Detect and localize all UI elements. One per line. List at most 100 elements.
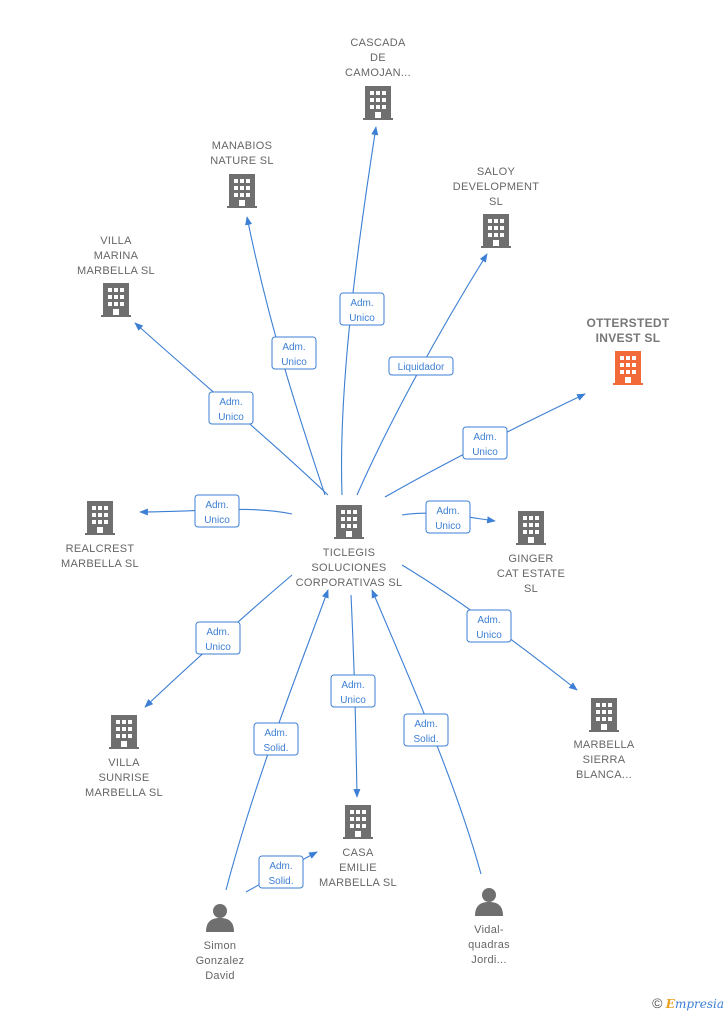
node-label[interactable]: MARBELLA SL: [61, 558, 139, 570]
building-icon[interactable]: [589, 698, 619, 732]
edge-ticlegis-to-villamarina: Adm. Unico: [134, 322, 329, 496]
edge-label-box[interactable]: [462, 426, 508, 460]
edge-label-text: Unico: [349, 313, 375, 324]
node-label[interactable]: SOLUCIONES: [311, 562, 386, 574]
node-cascada[interactable]: CASCADA DE CAMOJAN...: [345, 37, 411, 120]
edge-ticlegis-to-manabios: Adm.Unico: [245, 216, 326, 496]
edge-label-text: Adm.: [350, 298, 373, 309]
edge-ticlegis-to-cascada: Adm. Unico: [339, 126, 385, 496]
building-icon[interactable]: [481, 214, 511, 248]
edge-label-text: Liquidador: [398, 362, 445, 373]
node-label[interactable]: CORPORATIVAS SL: [296, 577, 403, 589]
node-label[interactable]: SL: [489, 196, 503, 208]
building-icon[interactable]: [516, 511, 546, 545]
edge-label-box[interactable]: [403, 713, 449, 747]
edge-line: [245, 216, 326, 496]
edge-ticlegis-to-ginger: Adm.Unico: [401, 500, 496, 534]
footer-brand: © Empresia: [652, 995, 724, 1011]
building-icon[interactable]: [101, 283, 131, 317]
building-icon[interactable]: [85, 501, 115, 535]
node-label[interactable]: Jordi...: [471, 954, 506, 966]
edge-label-text: Unico: [218, 412, 244, 423]
edge-label-box[interactable]: [271, 336, 317, 370]
node-label[interactable]: TICLEGIS: [323, 547, 376, 559]
edge-label-text: Unico: [435, 521, 461, 532]
node-label[interactable]: DEVELOPMENT: [453, 181, 539, 193]
node-casaemilie[interactable]: CASA EMILIE MARBELLA SL: [319, 805, 397, 889]
edge-ticlegis-to-otterstedt: Adm.Unico: [384, 393, 586, 498]
node-label[interactable]: CAT ESTATE: [497, 568, 565, 580]
edge-label-box[interactable]: [208, 391, 254, 425]
node-label[interactable]: MARBELLA SL: [85, 787, 163, 799]
node-label[interactable]: CAMOJAN...: [345, 67, 411, 79]
node-label[interactable]: NATURE SL: [210, 155, 274, 167]
building-icon[interactable]: [343, 805, 373, 839]
building-icon[interactable]: [334, 505, 364, 539]
node-label[interactable]: SL: [524, 583, 538, 595]
node-label[interactable]: VILLA: [108, 757, 140, 769]
node-manabios[interactable]: MANABIOS NATURE SL: [210, 140, 274, 208]
edge-label-text: Adm.: [282, 342, 305, 353]
node-label[interactable]: EMILIE: [339, 862, 377, 874]
node-label[interactable]: MARBELLA SL: [77, 265, 155, 277]
edge-label-text: Adm.: [414, 719, 437, 730]
node-label[interactable]: SUNRISE: [99, 772, 150, 784]
node-label[interactable]: REALCREST: [66, 543, 135, 555]
edge-ticlegis-to-marbellasierra: Adm.Unico: [401, 564, 578, 691]
edge-label-box[interactable]: [195, 621, 241, 655]
node-villamarina[interactable]: VILLA MARINA MARBELLA SL: [77, 235, 155, 317]
node-label[interactable]: MARBELLA: [573, 739, 634, 751]
node-label[interactable]: SIERRA: [583, 754, 626, 766]
person-icon[interactable]: [206, 904, 234, 932]
node-label[interactable]: MARBELLA SL: [319, 877, 397, 889]
node-label[interactable]: DE: [370, 52, 386, 64]
node-label[interactable]: GINGER: [508, 553, 553, 565]
edge-label-box[interactable]: [466, 609, 512, 643]
building-icon[interactable]: [613, 351, 643, 385]
node-label[interactable]: quadras: [468, 939, 510, 951]
edge-label-box[interactable]: [388, 356, 454, 376]
edge-label-text: Unico: [472, 447, 498, 458]
node-ticlegis[interactable]: TICLEGIS SOLUCIONES CORPORATIVAS SL: [296, 505, 403, 589]
edge-label-text: Solid.: [413, 734, 438, 745]
edge-label-text: Adm.: [264, 728, 287, 739]
edge-label-box[interactable]: [253, 722, 299, 756]
edge-label-text: Adm.: [269, 861, 292, 872]
edge-label-text: Unico: [204, 515, 230, 526]
node-label[interactable]: CASA: [342, 847, 374, 859]
node-label[interactable]: MARINA: [94, 250, 139, 262]
node-label[interactable]: Vidal-: [474, 924, 504, 936]
node-vidal[interactable]: Vidal-quadrasJordi...: [468, 888, 510, 966]
edge-label-box[interactable]: [194, 494, 240, 528]
edge-label-box[interactable]: [330, 674, 376, 708]
building-icon[interactable]: [227, 174, 257, 208]
node-label[interactable]: INVEST SL: [596, 331, 661, 345]
node-label[interactable]: MANABIOS: [212, 140, 272, 152]
node-label[interactable]: CASCADA: [350, 37, 406, 49]
node-villasunrise[interactable]: VILLA SUNRISE MARBELLA SL: [85, 715, 163, 799]
node-ginger[interactable]: GINGER CAT ESTATE SL: [497, 511, 565, 595]
node-saloy[interactable]: SALOY DEVELOPMENT SL: [453, 166, 539, 248]
building-icon[interactable]: [363, 86, 393, 120]
edge-vidal-to-ticlegis: Adm. Solid.: [371, 589, 482, 875]
node-realcrest[interactable]: REALCREST MARBELLA SL: [61, 501, 139, 570]
node-label[interactable]: Simon: [204, 940, 237, 952]
edge-label-box[interactable]: [425, 500, 471, 534]
node-label[interactable]: BLANCA...: [576, 769, 632, 781]
edge-label-box[interactable]: [258, 855, 304, 889]
building-icon[interactable]: [109, 715, 139, 749]
nodes-layer: TICLEGIS SOLUCIONES CORPORATIVAS SL CASCADA…: [61, 37, 670, 982]
node-label[interactable]: Gonzalez: [196, 955, 245, 967]
edge-ticlegis-to-casaemilie: Adm.Unico: [330, 594, 376, 798]
edge-label-box[interactable]: [339, 292, 385, 326]
node-label[interactable]: David: [205, 970, 235, 982]
node-label[interactable]: SALOY: [477, 166, 516, 178]
node-label[interactable]: VILLA: [100, 235, 132, 247]
edge-simon-to-ticlegis: Adm.Solid.: [225, 589, 329, 891]
edge-ticlegis-to-villasunrise: Adm.Unico: [144, 574, 293, 708]
node-marbellasierra[interactable]: MARBELLA SIERRA BLANCA...: [573, 698, 635, 781]
node-label[interactable]: OTTERSTEDT: [587, 316, 670, 330]
person-icon[interactable]: [475, 888, 503, 916]
